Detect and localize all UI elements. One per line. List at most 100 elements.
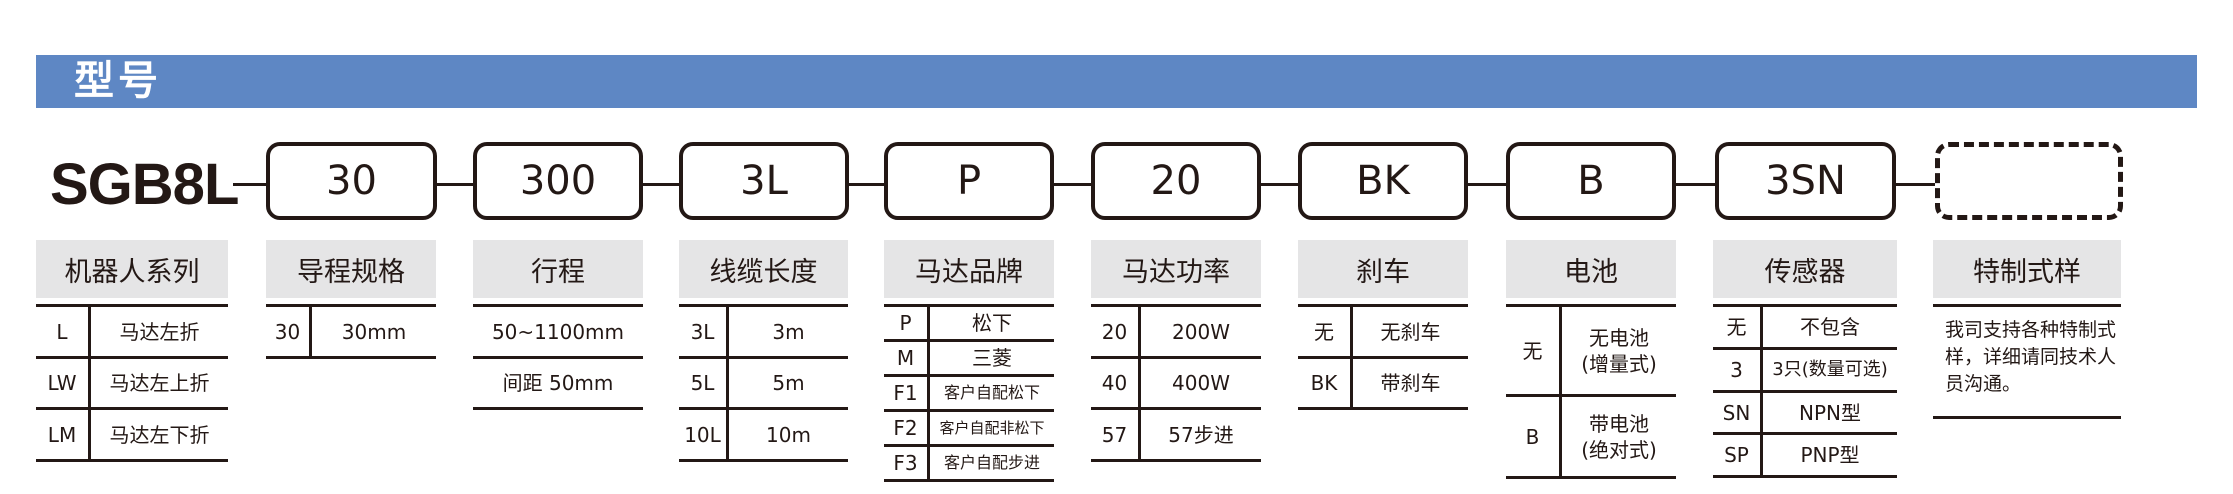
option-code: 20 [1091,307,1141,356]
option-desc: 带电池 (绝对式) [1562,397,1676,476]
table-row: 间距 50mm [473,359,643,410]
option-desc: 3m [772,319,805,344]
code-box-battery: B [1506,142,1676,220]
option-desc: 3只(数量可选) [1772,359,1888,380]
option-desc: 马达左折 [119,319,200,344]
option-code: LW [36,359,91,407]
table-sensor: 无 不包含 3 3只(数量可选) SN NPN型 SP PNP型 [1713,304,1897,478]
header-battery: 电池 [1506,240,1676,298]
connector-line [436,183,474,186]
table-row: B 带电池 (绝对式) [1506,397,1676,479]
table-motor-brand: P 松下 M 三菱 F1 客户自配松下 F2 客户自配非松下 F3 客户自配步进 [884,304,1054,482]
table-motor-power: 20 200W 40 400W 57 57步进 [1091,304,1261,462]
table-row: F1 客户自配松下 [884,377,1054,412]
table-row: 我司支持各种特制式样，详细请同技术人员沟通。 [1933,307,2121,419]
option-code: 30 [266,307,312,356]
table-battery: 无 无电池 (增量式) B 带电池 (绝对式) [1506,304,1676,479]
option-code: 5L [679,359,729,407]
connector-line [1895,183,1935,186]
table-row: LM 马达左下折 [36,410,228,462]
option-code: L [36,307,91,356]
option-code: 57 [1091,410,1141,459]
header-robot-series: 机器人系列 [36,240,228,298]
code-box-custom [1935,142,2123,220]
connector-line [233,183,267,186]
table-row: SP PNP型 [1713,435,1897,478]
option-code: 无 [1713,307,1763,347]
header-stroke: 行程 [473,240,643,298]
table-row: P 松下 [884,307,1054,342]
header-lead: 导程规格 [266,240,436,298]
section-title: 型号 [74,58,162,104]
option-desc-line2: (绝对式) [1581,437,1657,462]
option-desc: 不包含 [1800,315,1860,339]
option-desc: 马达左上折 [109,371,210,395]
code-box-brake: BK [1298,142,1468,220]
table-row: LW 马达左上折 [36,359,228,410]
option-desc: 间距 50mm [502,371,614,395]
header-sensor: 传感器 [1713,240,1897,298]
table-row: L 马达左折 [36,307,228,359]
option-desc: 无电池 (增量式) [1562,307,1676,394]
code-box-cable: 3L [679,142,849,220]
table-row: 10L 10m [679,410,848,462]
table-brake: 无 无刹车 BK 带刹车 [1298,304,1468,410]
option-desc: 带刹车 [1380,371,1441,395]
connector-line [642,183,680,186]
table-row: 3L 3m [679,307,848,359]
connector-line [1053,183,1092,186]
option-code: 10L [679,410,729,459]
option-desc: 400W [1172,371,1230,395]
option-code: B [1506,397,1562,476]
code-box-stroke: 300 [473,142,643,220]
header-cable-length: 线缆长度 [679,240,848,298]
table-row: SN NPN型 [1713,393,1897,435]
table-lead: 30 30mm [266,304,436,359]
option-code: 无 [1506,307,1562,394]
option-desc: 松下 [972,311,1012,335]
option-desc-line2: (增量式) [1581,351,1657,376]
table-cable-length: 3L 3m 5L 5m 10L 10m [679,304,848,462]
option-desc: 无刹车 [1380,319,1441,344]
option-code: 40 [1091,359,1141,407]
table-row: 40 400W [1091,359,1261,410]
option-desc: 马达左下折 [109,422,210,447]
model-prefix: SGB8L [50,152,239,217]
header-brake: 刹车 [1298,240,1468,298]
option-desc-line1: 无电池 [1589,325,1649,350]
option-desc: PNP型 [1800,443,1860,467]
connector-line [1467,183,1508,186]
option-code: F3 [884,447,930,479]
table-row: F3 客户自配步进 [884,447,1054,482]
code-box-motor-brand: P [884,142,1054,220]
connector-line [1675,183,1716,186]
option-code: SN [1713,393,1763,432]
table-row: 20 200W [1091,307,1261,359]
table-custom: 我司支持各种特制式样，详细请同技术人员沟通。 [1933,304,2121,419]
option-desc: 30mm [341,319,407,344]
code-box-lead: 30 [266,142,437,220]
table-row: 5L 5m [679,359,848,410]
table-row: BK 带刹车 [1298,359,1468,410]
option-desc: 三菱 [972,346,1012,370]
table-row: 无 无刹车 [1298,307,1468,359]
table-row: F2 客户自配非松下 [884,412,1054,447]
section-banner: 型号 [36,55,2197,108]
table-row: 无 不包含 [1713,307,1897,350]
table-row: 30 30mm [266,307,436,359]
header-motor-brand: 马达品牌 [884,240,1054,298]
table-row: M 三菱 [884,342,1054,377]
code-box-sensor: 3SN [1715,142,1896,220]
option-code: BK [1298,359,1353,407]
option-desc: 客户自配非松下 [939,419,1045,437]
option-code: 无 [1298,307,1353,356]
option-code: M [884,342,930,374]
table-row: 3 3只(数量可选) [1713,350,1897,393]
custom-note: 我司支持各种特制式样，详细请同技术人员沟通。 [1945,319,2117,395]
option-desc: NPN型 [1799,400,1861,425]
option-desc-line1: 带电池 [1589,411,1649,436]
table-robot-series: L 马达左折 LW 马达左上折 LM 马达左下折 [36,304,228,462]
option-code: F2 [884,412,930,444]
code-box-motor-power: 20 [1091,142,1261,220]
option-code: 3L [679,307,729,356]
